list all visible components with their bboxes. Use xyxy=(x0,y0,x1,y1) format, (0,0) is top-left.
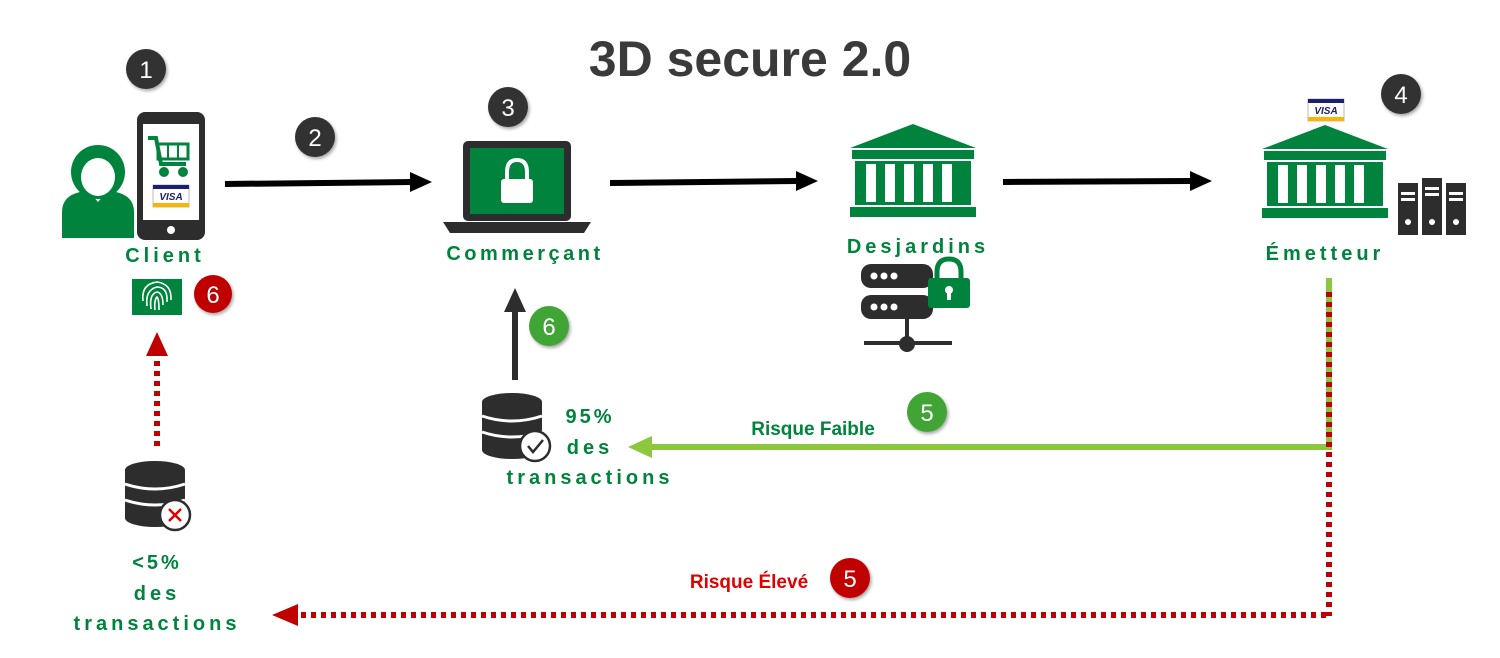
desjardins-node: Desjardins xyxy=(847,124,989,352)
low-risk-path xyxy=(628,278,1332,458)
step-badge-5-high: 5 xyxy=(830,558,870,598)
step-badge-5-low: 5 xyxy=(907,392,947,432)
arrow-approved-to-merchant xyxy=(504,288,526,380)
svg-text:3: 3 xyxy=(501,95,514,122)
high-outcome-tx: transactions xyxy=(74,613,241,635)
step-badge-6-high: 6 xyxy=(194,275,232,313)
bank-icon-issuer xyxy=(1262,125,1388,218)
visa-label-client: VISA xyxy=(159,192,182,203)
step-badge-1: 1 xyxy=(126,49,166,89)
cross-icon xyxy=(168,508,182,522)
desjardins-label: Desjardins xyxy=(847,236,989,258)
person-icon xyxy=(62,145,134,238)
fingerprint-icon xyxy=(132,279,182,315)
visa-card-icon: VISA xyxy=(152,184,190,208)
issuer-node: VISA 4 Émetteur xyxy=(1262,74,1466,265)
issuer-label: Émetteur xyxy=(1266,242,1385,265)
lock-icon xyxy=(501,157,533,203)
svg-text:1: 1 xyxy=(139,57,152,84)
visa-label-issuer: VISA xyxy=(1314,106,1337,117)
server-rack-icon xyxy=(1398,178,1466,235)
high-risk-label: Risque Élevé xyxy=(690,571,808,593)
svg-text:6: 6 xyxy=(542,314,555,341)
high-risk-path xyxy=(272,292,1332,626)
high-outcome-des: des xyxy=(134,583,180,605)
client-node: VISA 1 Client 6 xyxy=(62,49,232,315)
svg-text:4: 4 xyxy=(1394,82,1407,109)
padlock-icon xyxy=(928,256,970,308)
arrow-client-to-merchant xyxy=(224,172,432,192)
svg-text:6: 6 xyxy=(206,282,219,309)
secure-server-icon xyxy=(861,256,970,352)
svg-text:2: 2 xyxy=(308,125,321,152)
laptop-icon xyxy=(443,141,591,233)
step-badge-4: 4 xyxy=(1381,74,1421,114)
database-approved-icon xyxy=(481,393,552,463)
client-label: Client xyxy=(125,245,205,267)
step-badge-2: 2 xyxy=(295,117,335,157)
smartphone-icon: VISA xyxy=(137,112,205,240)
arrow-desjardins-to-issuer xyxy=(1002,171,1212,191)
svg-text:5: 5 xyxy=(920,400,933,427)
high-outcome-pct: <5% xyxy=(132,552,182,574)
bank-icon-desjardins xyxy=(850,124,976,217)
step-badge-3: 3 xyxy=(488,87,528,127)
svg-text:5: 5 xyxy=(843,566,856,593)
low-risk-label: Risque Faible xyxy=(751,419,875,440)
cart-icon xyxy=(148,136,190,177)
page-title: 3D secure 2.0 xyxy=(589,31,911,87)
low-outcome-des: des xyxy=(567,437,613,459)
low-outcome-pct: 95% xyxy=(565,406,614,428)
step-badge-6-low: 6 xyxy=(529,306,569,346)
low-outcome-tx: transactions xyxy=(507,467,674,489)
check-icon xyxy=(527,439,544,454)
arrow-merchant-to-desjardins xyxy=(609,171,818,191)
database-declined-icon xyxy=(124,461,192,532)
arrow-challenge-to-client xyxy=(146,332,168,446)
merchant-node: 3 Commerçant xyxy=(443,87,603,265)
visa-card-issuer: VISA xyxy=(1307,98,1345,122)
merchant-label: Commerçant xyxy=(446,243,603,265)
